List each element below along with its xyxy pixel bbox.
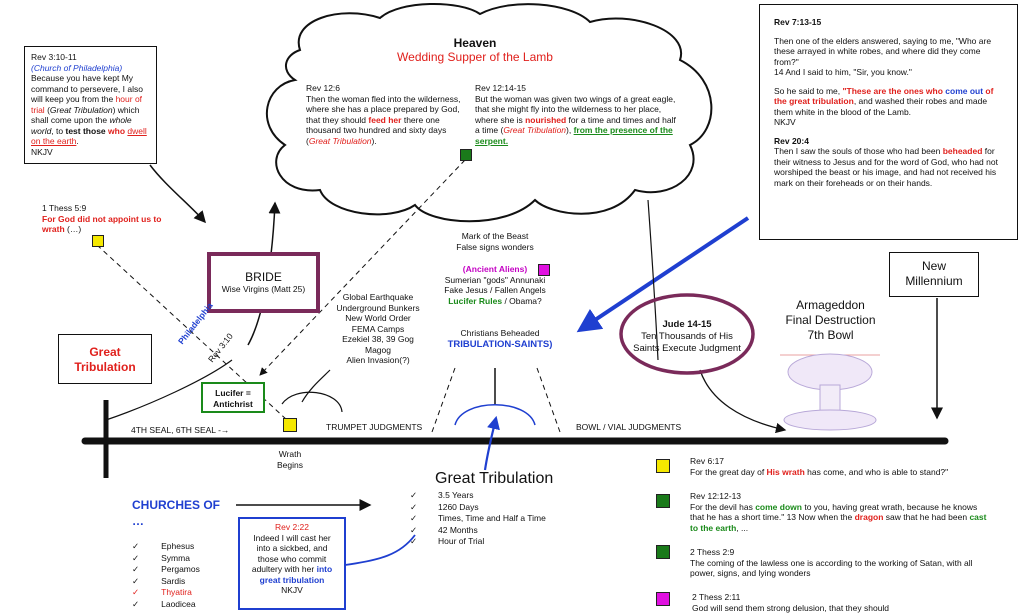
jude-text: Jude 14-15 Ten Thousands of His Saints E… — [633, 319, 741, 354]
rev3-box: Rev 3:10-11 (Church of Philadelphia) Bec… — [24, 46, 157, 164]
churches-dots: … — [132, 514, 144, 528]
trumpet-events: Global Earthquake Underground Bunkers Ne… — [336, 292, 420, 365]
heaven-subtitle: Wedding Supper of the Lamb — [397, 50, 553, 64]
lucifer-box: Lucifer = Antichrist — [201, 382, 265, 413]
armageddon: Armageddon Final Destruction 7th Bowl — [785, 298, 876, 342]
churches-list: ✓Ephesus ✓Symma ✓Pergamos ✓Sardis ✓Thyat… — [132, 541, 200, 609]
great-tribulation-list: ✓3.5 Years ✓1260 Days ✓Times, Time and H… — [410, 490, 546, 546]
great-tribulation-title: Great Tribulation — [435, 470, 554, 487]
great-tribulation-left: Great Tribulation — [58, 334, 152, 384]
yellow-marker-icon — [92, 235, 104, 247]
churches-title: CHURCHES OF — [132, 498, 221, 512]
tribulation-saints: TRIBULATION-SAINTS) — [447, 339, 553, 350]
bowl-judgments-label: BOWL / VIAL JUDGMENTS — [576, 422, 682, 432]
yellow-marker-wrath-icon — [283, 418, 297, 432]
green-marker-icon — [460, 149, 472, 161]
legend-rev6: Rev 6:17 For the great day of His wrath … — [690, 456, 949, 477]
jude-ellipse — [619, 293, 755, 375]
legend-thess211: 2 Thess 2:11 God will send them strong d… — [692, 592, 890, 613]
magenta-marker-icon — [538, 264, 550, 276]
rev7-box: Rev 7:13-15 Then one of the elders answe… — [759, 4, 1018, 240]
rev2-22-box: Rev 2:22 Indeed I will cast her into a s… — [238, 517, 346, 610]
trumpet-judgments-label: TRUMPET JUDGMENTS — [326, 422, 423, 432]
legend-yellow-icon — [656, 459, 670, 473]
legend-magenta-icon — [656, 592, 670, 606]
heaven-cloud — [266, 2, 713, 223]
thess-5-9: 1 Thess 5:9 For God did not appoint us t… — [42, 203, 162, 234]
heaven-title: Heaven — [453, 36, 497, 50]
christians-beheaded: Christians Beheaded — [460, 328, 540, 338]
legend-green-icon — [656, 494, 670, 508]
legend-green2-icon — [656, 545, 670, 559]
mark-of-beast: Mark of the Beast False signs wonders — [456, 231, 534, 252]
legend-thess29: 2 Thess 2:9 The coming of the lawless on… — [690, 547, 973, 578]
new-millennium-box: New Millennium — [889, 252, 979, 297]
rev12-6-text: Rev 12:6 Then the woman fled into the wi… — [306, 83, 472, 146]
wrath-begins: Wrath Begins — [277, 449, 303, 470]
aliens-block: (Ancient Aliens) Sumerian "gods" Annunak… — [444, 264, 546, 306]
rev12-14-ref: Rev 12:14-15 — [475, 83, 527, 93]
bride-box: BRIDE Wise Virgins (Matt 25) — [207, 252, 320, 313]
rev12-14-text: Rev 12:14-15 But the woman was given two… — [475, 83, 680, 146]
legend-rev12: Rev 12:12-13 For the devil has come down… — [690, 491, 987, 533]
rev12-6-ref: Rev 12:6 — [306, 83, 341, 93]
mushroom-cloud-icon — [780, 353, 880, 431]
seals-label: 4TH SEAL, 6TH SEAL -→ — [131, 425, 230, 435]
